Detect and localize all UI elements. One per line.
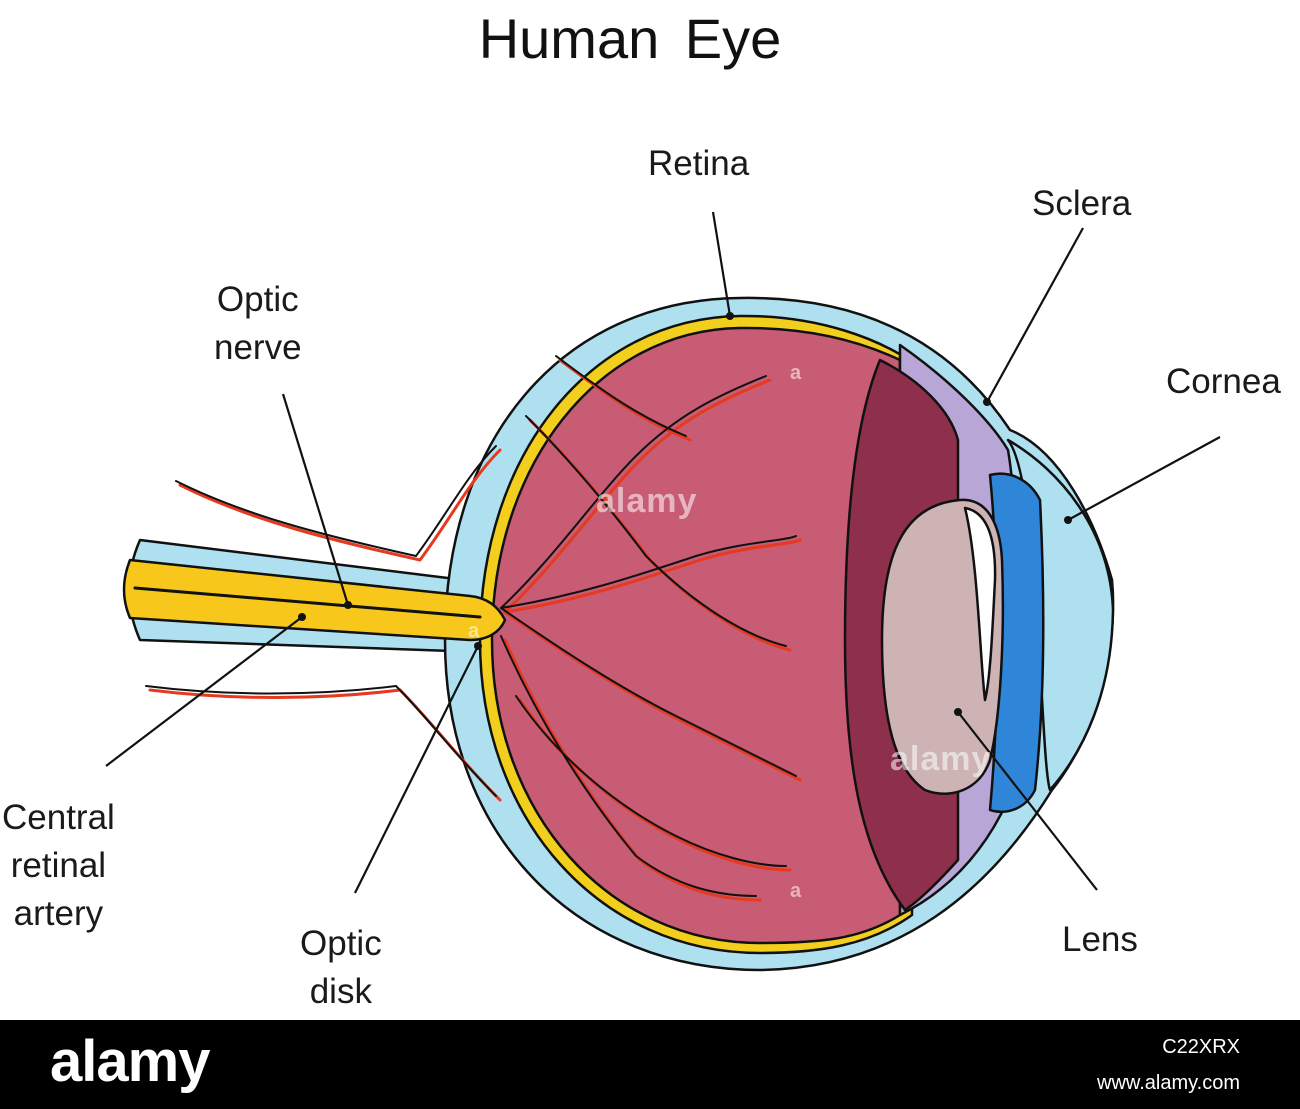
footer-image-id: C22XRX	[1162, 1036, 1240, 1058]
label-central-retinal-artery-line-1: Central	[2, 798, 115, 837]
eye-cross-section-diagram	[105, 211, 1221, 972]
stock-footer-bar: alamy C22XRX www.alamy.com	[0, 1020, 1300, 1109]
label-sclera: Sclera	[1032, 184, 1132, 223]
dot-optic-disk	[474, 642, 482, 650]
label-optic-nerve: Optic nerve	[214, 276, 302, 372]
leader-cornea	[1067, 436, 1221, 521]
footer-url: www.alamy.com	[1097, 1072, 1240, 1094]
label-optic-nerve-line-1: Optic	[216, 280, 299, 319]
watermark-2: alamy	[890, 740, 992, 778]
lens	[880, 498, 1005, 795]
leader-lens	[957, 711, 1098, 891]
watermark-5: a	[468, 620, 480, 642]
leader-sclera	[986, 227, 1084, 403]
footer-logo: alamy	[50, 1029, 210, 1094]
leader-central-artery	[105, 616, 303, 767]
lens-highlight	[963, 506, 997, 702]
label-optic-disk-line-2: disk	[309, 972, 372, 1011]
dot-retina	[726, 312, 734, 320]
label-retina: Retina	[648, 144, 750, 183]
dot-optic-nerve	[344, 601, 352, 609]
label-central-retinal-artery-line-3: artery	[13, 894, 104, 933]
dot-lens	[954, 708, 962, 716]
leader-optic-nerve	[281, 393, 350, 606]
label-optic-disk-line-1: Optic	[300, 924, 382, 963]
leader-optic-disk	[354, 645, 479, 894]
leader-retina	[711, 211, 732, 317]
label-cornea: Cornea	[1166, 362, 1281, 401]
label-central-retinal-artery-line-2: retinal	[10, 846, 107, 885]
dot-cornea	[1064, 516, 1072, 524]
watermark-4: a	[790, 880, 802, 902]
label-optic-nerve-line-2: nerve	[214, 328, 302, 367]
label-optic-disk: Optic disk	[300, 920, 382, 1016]
watermark-1: alamy	[596, 482, 698, 520]
watermark-3: a	[790, 362, 802, 384]
dot-sclera	[983, 398, 991, 406]
label-lens: Lens	[1062, 920, 1138, 959]
label-central-retinal-artery: Central retinal artery	[2, 794, 115, 938]
dot-central-artery	[298, 613, 306, 621]
optic-nerve	[122, 558, 507, 642]
diagram-title: Human Eye	[478, 7, 782, 70]
